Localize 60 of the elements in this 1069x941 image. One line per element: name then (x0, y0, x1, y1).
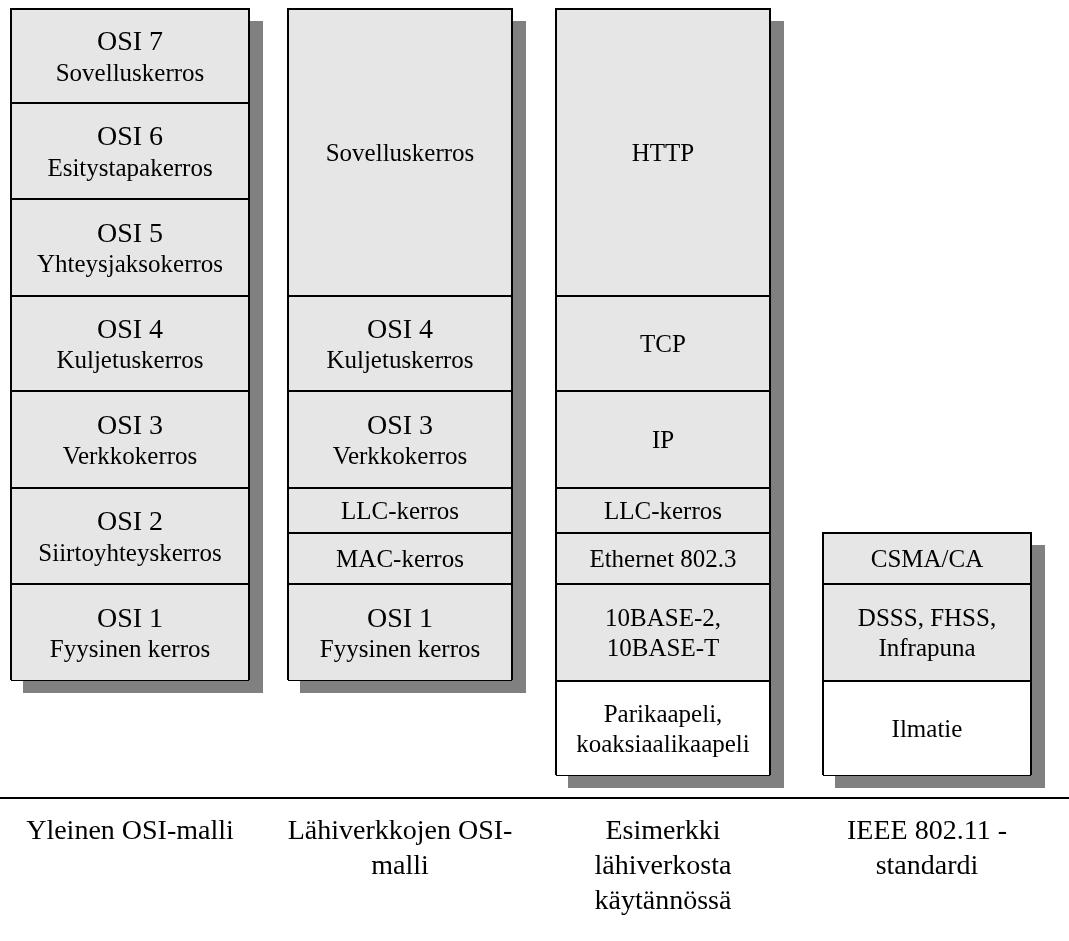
layer-number: OSI 4 (96, 311, 164, 346)
column-caption: Lähiverkkojen OSI-malli (286, 813, 514, 882)
layer-cell (11, 9, 249, 103)
layer-name: MAC-kerros (336, 543, 464, 574)
layer-cell (556, 391, 770, 488)
layer-cell (288, 296, 512, 391)
layer-name: Yhteysjaksokerros (36, 249, 224, 280)
layer-name: Esitystapakerros (47, 152, 213, 183)
layer-name: Verkkokerros (332, 441, 468, 472)
layer-number: OSI 3 (96, 407, 164, 442)
column-caption: Esimerkki lähiverkosta käytännössä (593, 813, 733, 917)
layer-cell (288, 584, 512, 681)
layer-name: Ilmatie (891, 713, 963, 744)
layer-cell (11, 199, 249, 296)
layer-name: Verkkokerros (62, 441, 198, 472)
layer-cell (823, 533, 1031, 584)
layer-name: LLC-kerros (604, 495, 722, 526)
layer-name: IP (651, 424, 675, 455)
layer-number: OSI 6 (96, 119, 164, 153)
layer-cell (288, 9, 512, 296)
layer-name: TCP (640, 328, 686, 359)
layer-cell (288, 533, 512, 584)
layer-cell (11, 296, 249, 391)
layer-name: LLC-kerros (341, 495, 459, 526)
layer-name: CSMA/CA (870, 543, 984, 574)
layer-name: 10BASE-2, 10BASE-T (604, 602, 722, 663)
layer-name: Sovelluskerros (55, 57, 205, 88)
layer-name: Kuljetuskerros (326, 345, 474, 376)
layer-number: OSI 7 (96, 24, 164, 58)
layer-cell (556, 296, 770, 391)
layer-cell (556, 533, 770, 584)
layer-cell (823, 584, 1031, 681)
layer-name: Sovelluskerros (325, 137, 475, 168)
layer-cell (288, 488, 512, 533)
layer-cell (11, 391, 249, 488)
column-caption: Yleinen OSI-malli (25, 813, 235, 847)
layer-cell (288, 391, 512, 488)
layer-name: Ethernet 802.3 (589, 543, 737, 574)
layer-cell (556, 488, 770, 533)
layer-cell (11, 488, 249, 584)
layer-number: OSI 4 (366, 311, 434, 346)
layer-name: HTTP (631, 137, 695, 168)
layer-cell (11, 103, 249, 199)
layer-cell (556, 9, 770, 296)
layer-cell (556, 681, 770, 776)
column-caption: IEEE 802.11 -standardi (846, 813, 1008, 882)
layer-name: Fyysinen kerros (319, 634, 481, 665)
layer-number: OSI 5 (96, 215, 164, 250)
layer-name: Kuljetuskerros (56, 345, 204, 376)
layer-number: OSI 2 (96, 504, 164, 538)
layer-number: OSI 3 (366, 407, 434, 442)
layer-cell (11, 584, 249, 681)
layer-cell (556, 584, 770, 681)
layer-number: OSI 1 (96, 600, 164, 635)
layer-number: OSI 1 (366, 600, 434, 635)
layer-name: DSSS, FHSS, Infrapuna (856, 602, 998, 663)
layer-cell (823, 681, 1031, 776)
layer-name: Parikaapeli, koaksiaalikaapeli (575, 698, 751, 759)
layer-name: Fyysinen kerros (49, 634, 211, 665)
layer-name: Siirtoyhteyskerros (38, 537, 222, 568)
